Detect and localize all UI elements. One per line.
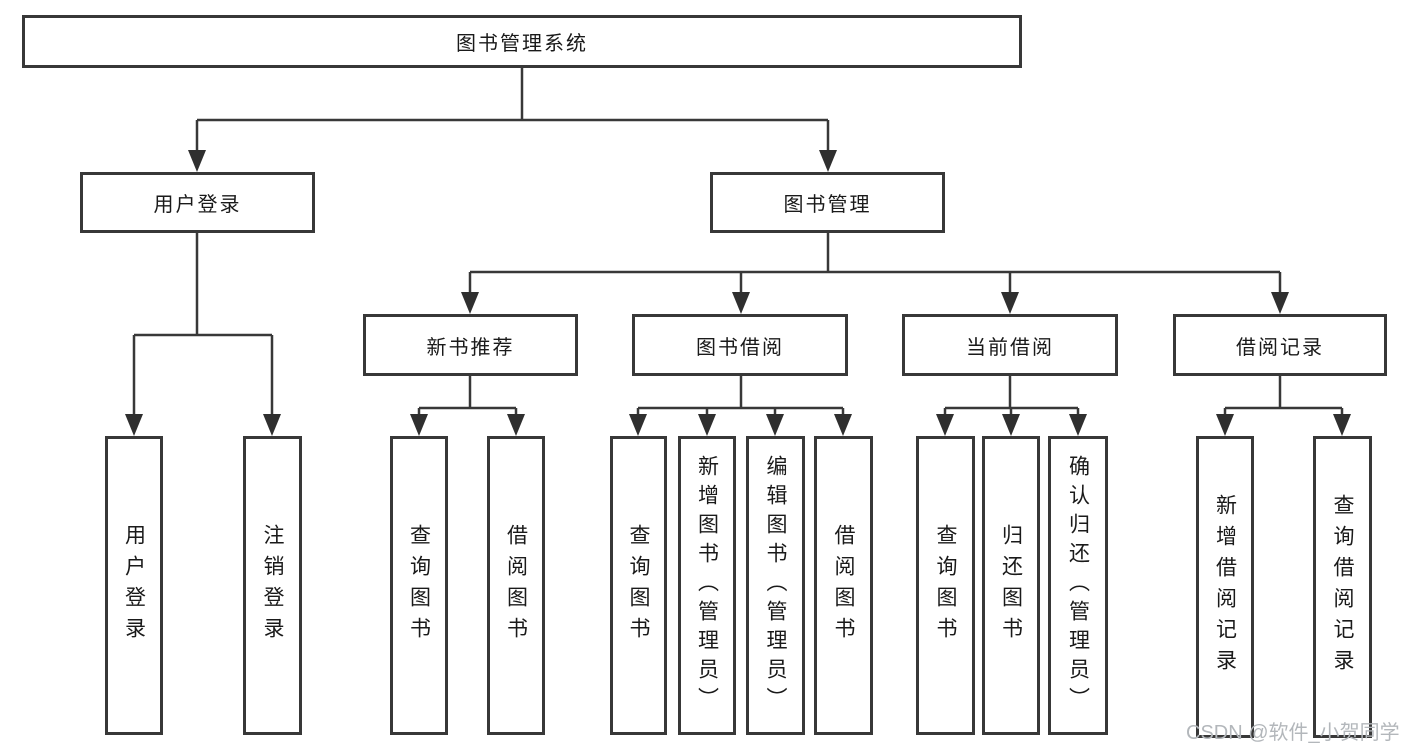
node-root-label: 图书管理系统: [456, 33, 588, 55]
node-new-book-recommend-label: 新书推荐: [426, 336, 515, 359]
leaf-query-books-current: 查询图书: [916, 436, 975, 735]
node-current-borrow-label: 当前借阅: [966, 336, 1054, 359]
leaf-borrow-books-label: 借阅图书: [832, 523, 855, 648]
leaf-add-borrow-record-label: 新增借阅记录: [1213, 494, 1237, 680]
leaf-logout: 注销登录: [243, 436, 302, 735]
leaf-query-books-borrow: 查询图书: [610, 436, 667, 735]
leaf-confirm-return-admin: 确认归还（管理员）: [1048, 436, 1108, 735]
leaf-borrow-books: 借阅图书: [814, 436, 873, 735]
node-new-book-recommend: 新书推荐: [363, 314, 578, 376]
leaf-query-borrow-record: 查询借阅记录: [1313, 436, 1372, 738]
leaf-add-borrow-record: 新增借阅记录: [1196, 436, 1254, 738]
leaf-borrow-books-recommend-label: 借阅图书: [504, 523, 528, 648]
node-book-borrow-label: 图书借阅: [696, 336, 784, 359]
leaf-return-book: 归还图书: [982, 436, 1040, 735]
node-borrow-records-label: 借阅记录: [1236, 336, 1324, 359]
leaf-user-login: 用户登录: [105, 436, 163, 735]
node-user-login: 用户登录: [80, 172, 315, 233]
node-book-management-label: 图书管理: [783, 194, 872, 216]
node-borrow-records: 借阅记录: [1173, 314, 1387, 376]
leaf-borrow-books-recommend: 借阅图书: [487, 436, 545, 735]
node-current-borrow: 当前借阅: [902, 314, 1118, 376]
leaf-edit-book-admin-label: 编辑图书（管理员）: [764, 455, 787, 716]
leaf-logout-label: 注销登录: [261, 523, 284, 648]
leaf-user-login-label: 用户登录: [122, 523, 146, 648]
leaf-query-books-recommend: 查询图书: [390, 436, 448, 735]
leaf-confirm-return-admin-label: 确认归还（管理员）: [1066, 455, 1090, 716]
csdn-watermark: CSDN @软件_小贺同学: [1186, 722, 1400, 744]
leaf-edit-book-admin: 编辑图书（管理员）: [746, 436, 805, 735]
leaf-query-borrow-record-label: 查询借阅记录: [1331, 494, 1354, 680]
leaf-query-books-borrow-label: 查询图书: [627, 523, 650, 648]
node-book-borrow: 图书借阅: [632, 314, 848, 376]
leaf-return-book-label: 归还图书: [999, 523, 1023, 648]
node-book-management: 图书管理: [710, 172, 945, 233]
node-user-login-label: 用户登录: [153, 194, 242, 216]
leaf-query-books-recommend-label: 查询图书: [407, 523, 431, 648]
leaf-add-book-admin-label: 新增图书（管理员）: [695, 455, 719, 716]
leaf-add-book-admin: 新增图书（管理员）: [678, 436, 736, 735]
leaf-query-books-current-label: 查询图书: [934, 523, 957, 648]
node-root-system: 图书管理系统: [22, 15, 1022, 68]
